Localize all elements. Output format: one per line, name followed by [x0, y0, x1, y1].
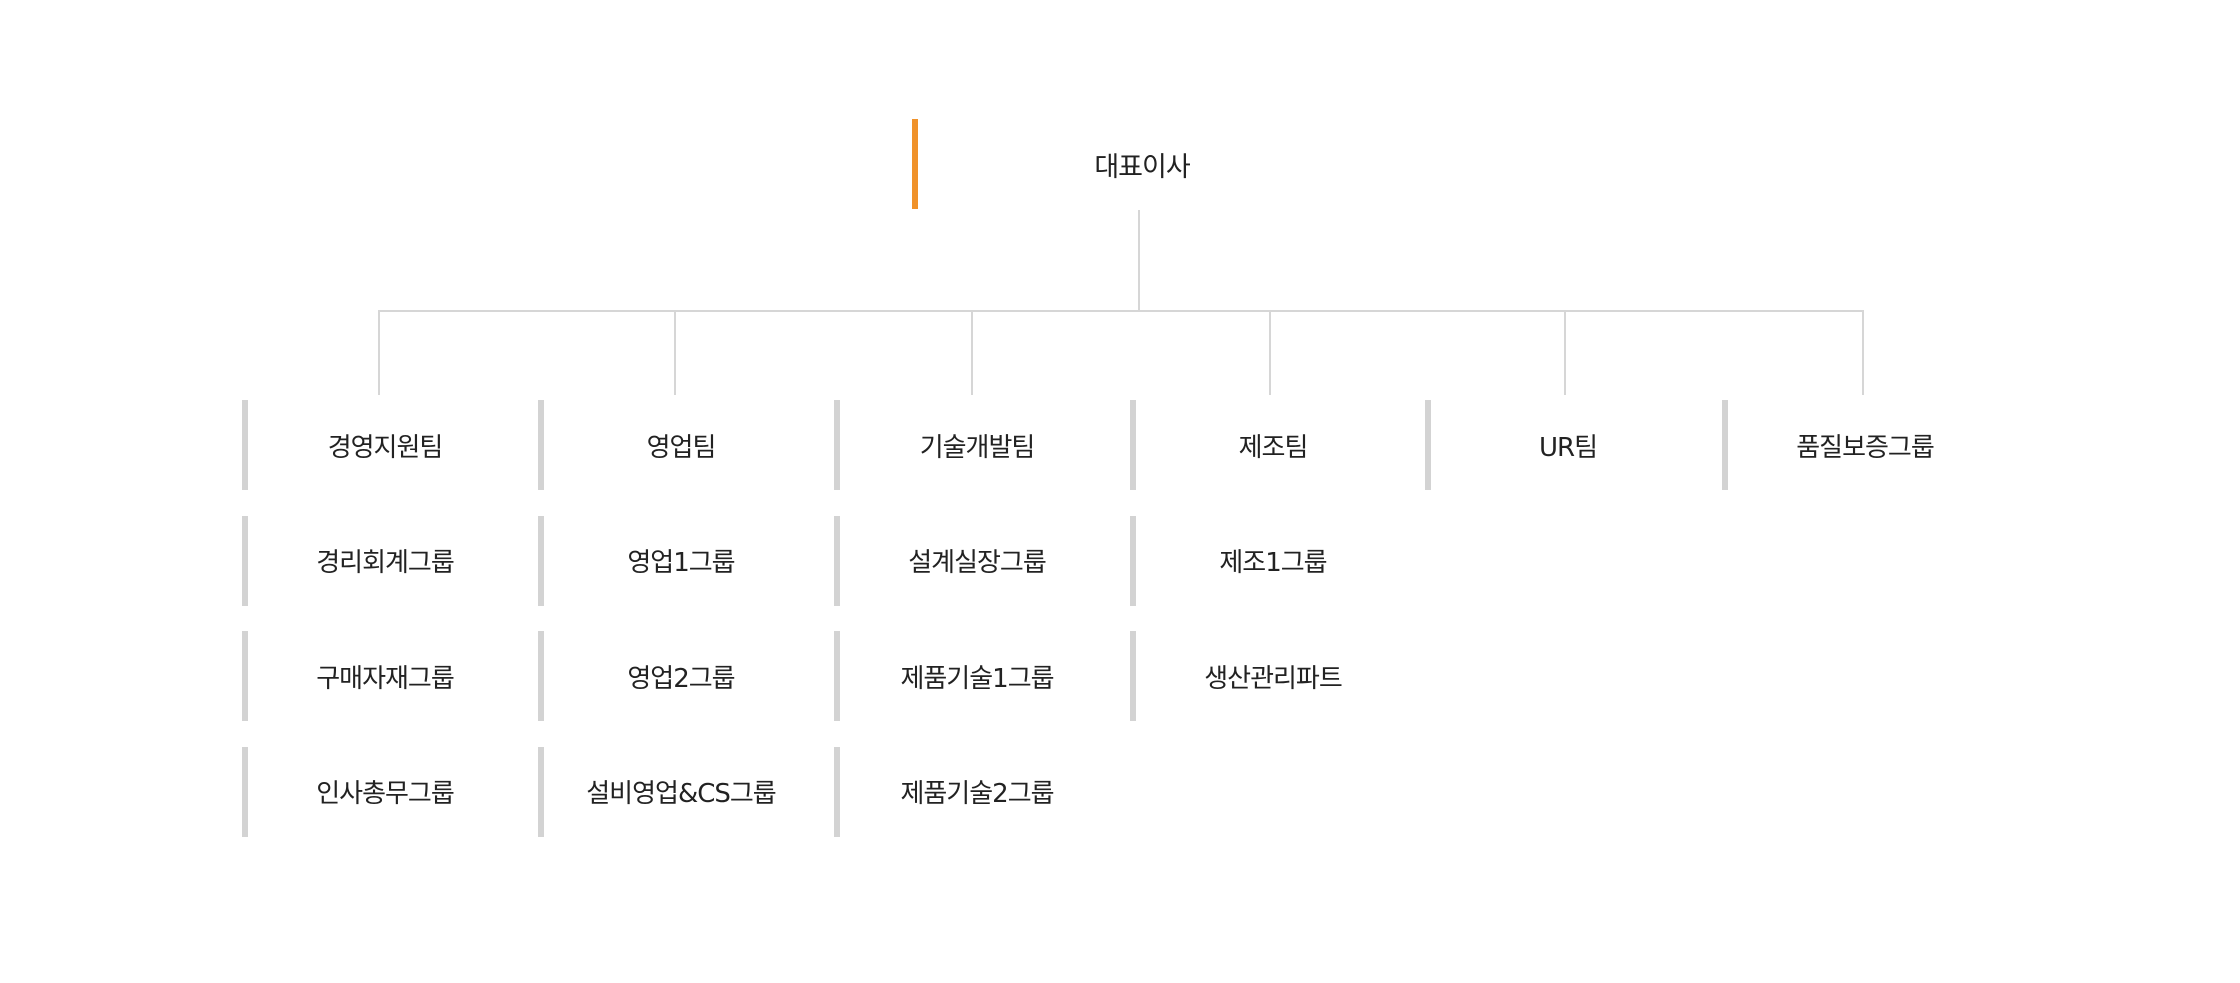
group-node: 구매자재그룹 — [242, 631, 522, 721]
group-node: 생산관리파트 — [1130, 631, 1410, 721]
group-node: 설비영업&CS그룹 — [538, 746, 818, 837]
ceo-node: 대표이사 — [912, 119, 1366, 209]
group-node: 제품기술1그룹 — [834, 631, 1114, 721]
group-node: 인사총무그룹 — [242, 746, 522, 837]
group-node: 경리회계그룹 — [242, 515, 522, 606]
column-ur: UR팀 — [1425, 400, 1705, 516]
column-quality: 품질보증그룹 — [1722, 400, 2002, 516]
column-management-support: 경영지원팀 경리회계그룹 구매자재그룹 인사총무그룹 — [242, 400, 522, 862]
team-node: 제조팀 — [1130, 400, 1410, 490]
connector-horizontal — [378, 310, 1864, 312]
connector-drop — [971, 310, 973, 395]
connector-drop — [1269, 310, 1271, 395]
group-node: 영업1그룹 — [538, 515, 818, 606]
team-node: 품질보증그룹 — [1722, 400, 2002, 490]
column-manufacturing: 제조팀 제조1그룹 생산관리파트 — [1130, 400, 1410, 747]
connector-drop — [674, 310, 676, 395]
group-node: 제품기술2그룹 — [834, 746, 1114, 837]
group-node: 제조1그룹 — [1130, 515, 1410, 606]
group-node: 설계실장그룹 — [834, 515, 1114, 606]
team-node: UR팀 — [1425, 400, 1705, 490]
connector-drop — [1564, 310, 1566, 395]
group-node: 영업2그룹 — [538, 631, 818, 721]
column-tech-dev: 기술개발팀 설계실장그룹 제품기술1그룹 제품기술2그룹 — [834, 400, 1114, 862]
team-node: 영업팀 — [538, 400, 818, 490]
column-sales: 영업팀 영업1그룹 영업2그룹 설비영업&CS그룹 — [538, 400, 818, 862]
connector-drop — [378, 310, 380, 395]
team-node: 기술개발팀 — [834, 400, 1114, 490]
connector-ceo-vertical — [1138, 210, 1140, 312]
connector-drop — [1862, 310, 1864, 395]
team-node: 경영지원팀 — [242, 400, 522, 490]
ceo-label: 대표이사 — [1094, 151, 1190, 183]
